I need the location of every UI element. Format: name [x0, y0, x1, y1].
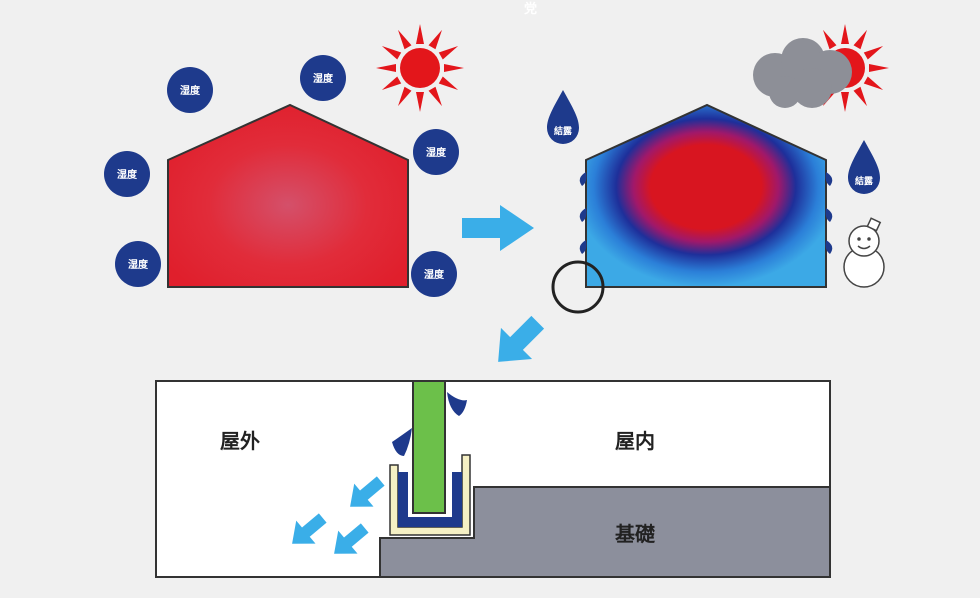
wall-section: [155, 380, 831, 578]
svg-text:湿度: 湿度: [424, 268, 445, 281]
outdoor-label: 屋外: [220, 429, 260, 453]
humidity-circle: 湿度: [167, 67, 213, 113]
cold-house: [585, 103, 827, 288]
snowman-icon: [843, 217, 885, 288]
indoor-label: 屋内: [615, 429, 655, 453]
svg-text:湿度: 湿度: [128, 258, 149, 271]
svg-text:湿度: 湿度: [426, 146, 447, 159]
condensation-drop: 結露: [547, 90, 579, 144]
humidity-circle: 湿度: [300, 55, 346, 101]
svg-text:湿度: 湿度: [117, 168, 138, 181]
detail-focus-circle: [551, 260, 605, 314]
down-left-arrow-icon: [498, 315, 545, 362]
sun-icon: [359, 7, 481, 129]
cloud-icon: [753, 38, 852, 108]
wall-droplets: [579, 172, 833, 254]
condensation-drop: 結露: [848, 140, 880, 194]
humidity-circle: 湿度: [411, 251, 457, 297]
header-mark: 党: [524, 2, 538, 17]
right-arrow-icon: [462, 205, 534, 251]
foundation-label: 基礎: [615, 522, 655, 546]
humidity-circle: 湿度: [413, 129, 459, 175]
svg-text:湿度: 湿度: [180, 84, 201, 97]
svg-text:結露: 結露: [855, 175, 874, 187]
svg-text:結露: 結露: [554, 125, 573, 137]
warm-house: [167, 103, 409, 288]
humidity-circle: 湿度: [115, 241, 161, 287]
moisture-arrow-icon: [334, 523, 369, 554]
humidity-circle: 湿度: [104, 151, 150, 197]
moisture-arrow-icon: [350, 476, 385, 507]
svg-text:湿度: 湿度: [313, 72, 334, 85]
moisture-arrow-icon: [292, 513, 327, 544]
